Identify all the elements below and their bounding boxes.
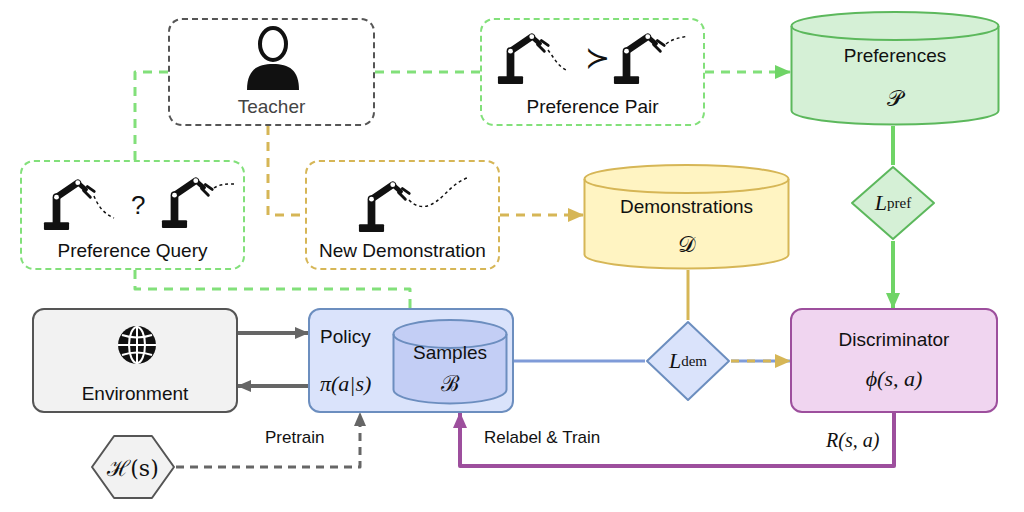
policy-box: Policy π(a|s) Samplesℬ (308, 308, 514, 413)
node-text: π(a|s) (320, 371, 371, 397)
new-demonstration-box: New Demonstration (305, 160, 500, 270)
node-text: Teacher (238, 96, 306, 118)
node-text: Environment (82, 383, 189, 405)
connector (135, 270, 410, 308)
connector (268, 126, 305, 215)
node-text: Policy (320, 326, 371, 348)
demonstrations-database: Demonstrations𝒟 (583, 165, 790, 270)
discriminator-box: Discriminator ϕ(s, a) (790, 308, 998, 413)
node-text: L (875, 190, 887, 216)
connector (731, 361, 790, 362)
connector (500, 215, 583, 216)
connector (176, 413, 360, 467)
connector (460, 413, 894, 466)
connector (238, 333, 308, 334)
node-text: ϕ(s, a) (866, 366, 923, 392)
edge-label: Pretrain (263, 428, 327, 448)
node-text: 𝒫 (887, 86, 903, 111)
connector (893, 241, 894, 308)
connector (893, 126, 894, 165)
node-text: Preference Pair (526, 96, 658, 118)
connector (508, 361, 645, 362)
samples-buffer: Samplesℬ (392, 320, 508, 405)
node-text: Preferences (844, 45, 946, 67)
connector (705, 72, 790, 73)
connector (688, 270, 689, 320)
connector (375, 72, 480, 73)
node-text: L (669, 348, 681, 374)
node-text: ℬ (441, 367, 459, 397)
node-text: Preference Query (58, 240, 208, 262)
robot-demo-icon (317, 170, 477, 236)
node-text: pref (887, 195, 911, 212)
node-text: dem (681, 353, 707, 370)
edge-label: Relabel & Train (482, 428, 602, 448)
teacher-box: Teacher (168, 18, 375, 126)
query-mark: ? (131, 190, 145, 221)
preference-symbol: ≻ (585, 40, 610, 75)
node-text: Discriminator (839, 329, 950, 351)
node-text: ℋ(s) (107, 452, 158, 482)
reward-label: R(s, a) (826, 429, 879, 452)
connector (135, 72, 168, 160)
connector (238, 386, 308, 387)
node-text: 𝒟 (678, 232, 696, 257)
loss-diamond: Ldem (645, 320, 731, 402)
node-text: Demonstrations (620, 196, 753, 218)
node-text: Samples (413, 342, 487, 364)
teacher-icon (243, 26, 303, 92)
preferences-database: Preferences𝒫 (790, 12, 1000, 126)
entropy-node: ℋ(s) (90, 434, 176, 500)
globe-icon (116, 324, 158, 366)
loss-diamond: Lpref (850, 165, 936, 241)
node-text: New Demonstration (319, 240, 486, 262)
environment-box: Environment (32, 308, 238, 413)
